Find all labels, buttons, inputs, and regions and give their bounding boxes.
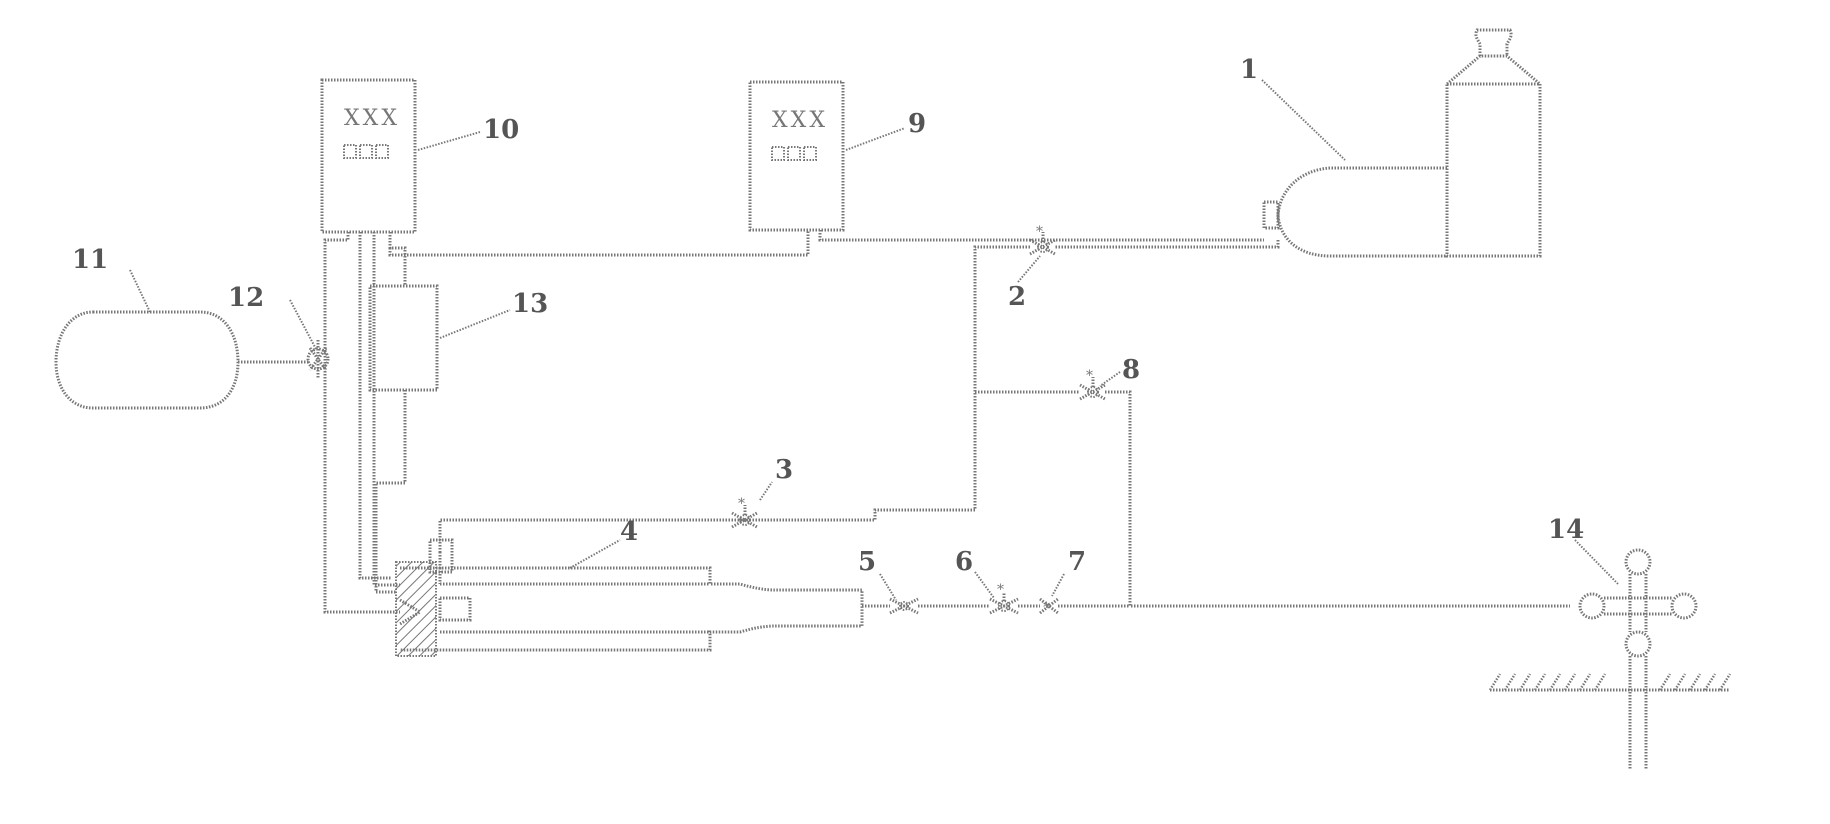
control-box-9: XXX — [750, 82, 843, 230]
label-5: 5 — [858, 547, 876, 577]
valve-3: * — [732, 496, 757, 527]
panel-9-display: XXX — [772, 108, 828, 133]
label-6: 6 — [955, 547, 973, 577]
box-13 — [370, 286, 437, 390]
label-13: 13 — [512, 289, 548, 319]
valve-5 — [890, 599, 918, 613]
label-14: 14 — [1548, 515, 1584, 545]
svg-text:*: * — [997, 582, 1004, 598]
label-9: 9 — [908, 109, 926, 139]
valve-7: * — [1040, 599, 1058, 616]
label-10: 10 — [483, 115, 519, 145]
piping — [325, 230, 1570, 612]
svg-text:*: * — [738, 496, 745, 512]
injector-4 — [396, 540, 862, 656]
valve-8: * — [1080, 368, 1105, 399]
svg-text:*: * — [1086, 368, 1093, 384]
label-8: 8 — [1122, 355, 1140, 385]
tank-1 — [1264, 30, 1540, 256]
label-2: 2 — [1008, 282, 1026, 312]
label-4: 4 — [620, 517, 638, 547]
label-1: 1 — [1240, 55, 1258, 85]
control-box-10: XXX — [322, 80, 415, 232]
label-7: 7 — [1068, 547, 1086, 577]
wellhead-14 — [1490, 550, 1730, 770]
panel-10-display: XXX — [344, 106, 400, 131]
valve-6: * — [990, 582, 1018, 613]
label-12: 12 — [228, 283, 264, 313]
svg-text:*: * — [1043, 600, 1050, 616]
svg-text:*: * — [1036, 224, 1043, 240]
label-11: 11 — [72, 245, 108, 275]
label-3: 3 — [775, 455, 793, 485]
vessel-11 — [56, 312, 310, 408]
